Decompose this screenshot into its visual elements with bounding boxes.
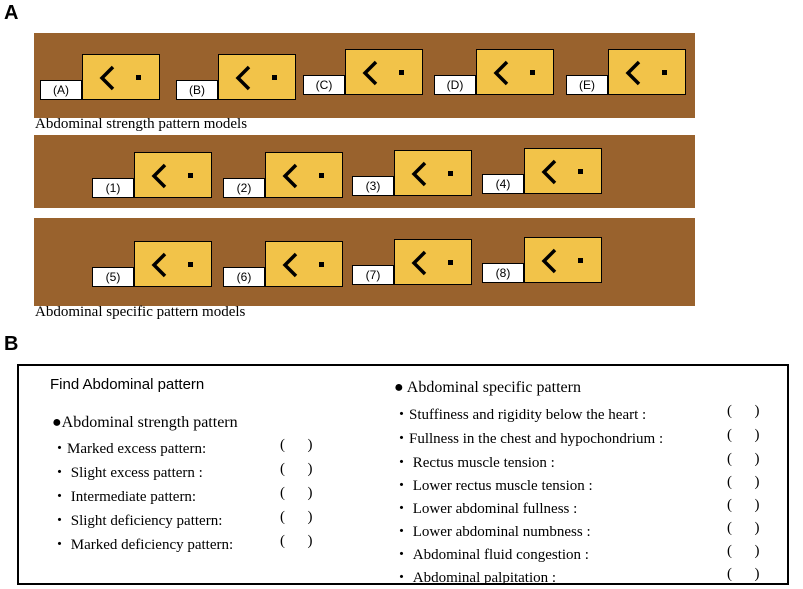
specific-model-2: (7) xyxy=(352,239,472,285)
dot-icon xyxy=(662,70,667,75)
dot-icon xyxy=(136,75,141,80)
strength-model-2: (C) xyxy=(303,49,423,95)
chevron-left-icon xyxy=(235,65,277,91)
answer-blank[interactable]: ( ) xyxy=(727,427,760,443)
model-box xyxy=(394,239,472,285)
model-label: (C) xyxy=(303,75,345,95)
model-label: (7) xyxy=(352,265,394,285)
chevron-left-icon xyxy=(282,163,324,189)
model-box xyxy=(394,150,472,196)
model-box xyxy=(345,49,423,95)
model-box xyxy=(134,241,212,287)
model-label: (A) xyxy=(40,80,82,100)
specific-model-2: (3) xyxy=(352,150,472,196)
chevron-left-icon xyxy=(411,250,453,276)
dot-icon xyxy=(188,262,193,267)
model-label: (B) xyxy=(176,80,218,100)
answer-blank[interactable]: ( ) xyxy=(280,461,313,477)
answer-blank[interactable]: ( ) xyxy=(727,520,760,536)
panel-b-label: B xyxy=(4,333,19,355)
dot-icon xyxy=(188,173,193,178)
specific-model-0: (1) xyxy=(92,152,212,198)
model-label: (D) xyxy=(434,75,476,95)
model-label: (3) xyxy=(352,176,394,196)
model-label: (2) xyxy=(223,178,265,198)
strength-models-caption: Abdominal strength pattern models xyxy=(35,116,248,132)
dot-icon xyxy=(399,70,404,75)
model-box xyxy=(476,49,554,95)
specific-item: ・ Lower rectus muscle tension : xyxy=(394,478,593,494)
chevron-left-icon xyxy=(541,248,583,274)
model-box xyxy=(524,148,602,194)
model-box xyxy=(82,54,160,100)
model-label: (5) xyxy=(92,267,134,287)
specific-item: ・Stuffiness and rigidity below the heart… xyxy=(394,407,647,423)
specific-model-1: (2) xyxy=(223,152,343,198)
dot-icon xyxy=(530,70,535,75)
dot-icon xyxy=(578,169,583,174)
answer-blank[interactable]: ( ) xyxy=(280,533,313,549)
chevron-left-icon xyxy=(362,60,404,86)
strength-item: ・ Slight deficiency pattern: xyxy=(52,513,223,529)
model-box xyxy=(134,152,212,198)
chevron-left-icon xyxy=(151,252,193,278)
answer-blank[interactable]: ( ) xyxy=(727,566,760,582)
dot-icon xyxy=(272,75,277,80)
dot-icon xyxy=(578,258,583,263)
specific-item: ・ Abdominal palpitation : xyxy=(394,570,557,586)
specific-item: ・ Lower abdominal numbness : xyxy=(394,524,591,540)
model-label: (6) xyxy=(223,267,265,287)
answer-blank[interactable]: ( ) xyxy=(727,497,760,513)
answer-blank[interactable]: ( ) xyxy=(727,451,760,467)
chevron-left-icon xyxy=(151,163,193,189)
model-label: (1) xyxy=(92,178,134,198)
dot-icon xyxy=(448,260,453,265)
strength-model-0: (A) xyxy=(40,54,160,100)
model-label: (4) xyxy=(482,174,524,194)
strength-model-4: (E) xyxy=(566,49,686,95)
model-box xyxy=(218,54,296,100)
specific-heading: ● Abdominal specific pattern xyxy=(394,379,581,396)
model-box xyxy=(524,237,602,283)
specific-item: ・Fullness in the chest and hypochondrium… xyxy=(394,431,664,447)
answer-blank[interactable]: ( ) xyxy=(727,543,760,559)
chevron-left-icon xyxy=(625,60,667,86)
specific-model-3: (8) xyxy=(482,237,602,283)
strength-item: ・ Slight excess pattern : xyxy=(52,465,203,481)
specific-model-1: (6) xyxy=(223,241,343,287)
model-label: (E) xyxy=(566,75,608,95)
strength-heading: ●Abdominal strength pattern xyxy=(52,414,238,431)
strength-item: ・ Intermediate pattern: xyxy=(52,489,197,505)
dot-icon xyxy=(319,173,324,178)
strength-model-1: (B) xyxy=(176,54,296,100)
model-label: (8) xyxy=(482,263,524,283)
specific-models-caption: Abdominal specific pattern models xyxy=(35,304,246,320)
strength-model-3: (D) xyxy=(434,49,554,95)
answer-blank[interactable]: ( ) xyxy=(727,403,760,419)
answer-blank[interactable]: ( ) xyxy=(280,509,313,525)
panel-a-label: A xyxy=(4,2,19,24)
answer-blank[interactable]: ( ) xyxy=(280,485,313,501)
answer-blank[interactable]: ( ) xyxy=(280,437,313,453)
specific-item: ・ Abdominal fluid congestion : xyxy=(394,547,589,563)
specific-item: ・ Lower abdominal fullness : xyxy=(394,501,578,517)
specific-model-0: (5) xyxy=(92,241,212,287)
strength-item: ・Marked excess pattern: xyxy=(52,441,207,457)
specific-item: ・ Rectus muscle tension : xyxy=(394,455,555,471)
form-frame xyxy=(17,364,789,585)
dot-icon xyxy=(319,262,324,267)
specific-model-3: (4) xyxy=(482,148,602,194)
model-box xyxy=(608,49,686,95)
chevron-left-icon xyxy=(411,161,453,187)
strength-item: ・ Marked deficiency pattern: xyxy=(52,537,234,553)
chevron-left-icon xyxy=(99,65,141,91)
chevron-left-icon xyxy=(493,60,535,86)
model-box xyxy=(265,152,343,198)
chevron-left-icon xyxy=(541,159,583,185)
form-title: Find Abdominal pattern xyxy=(50,376,205,393)
chevron-left-icon xyxy=(282,252,324,278)
dot-icon xyxy=(448,171,453,176)
answer-blank[interactable]: ( ) xyxy=(727,474,760,490)
model-box xyxy=(265,241,343,287)
